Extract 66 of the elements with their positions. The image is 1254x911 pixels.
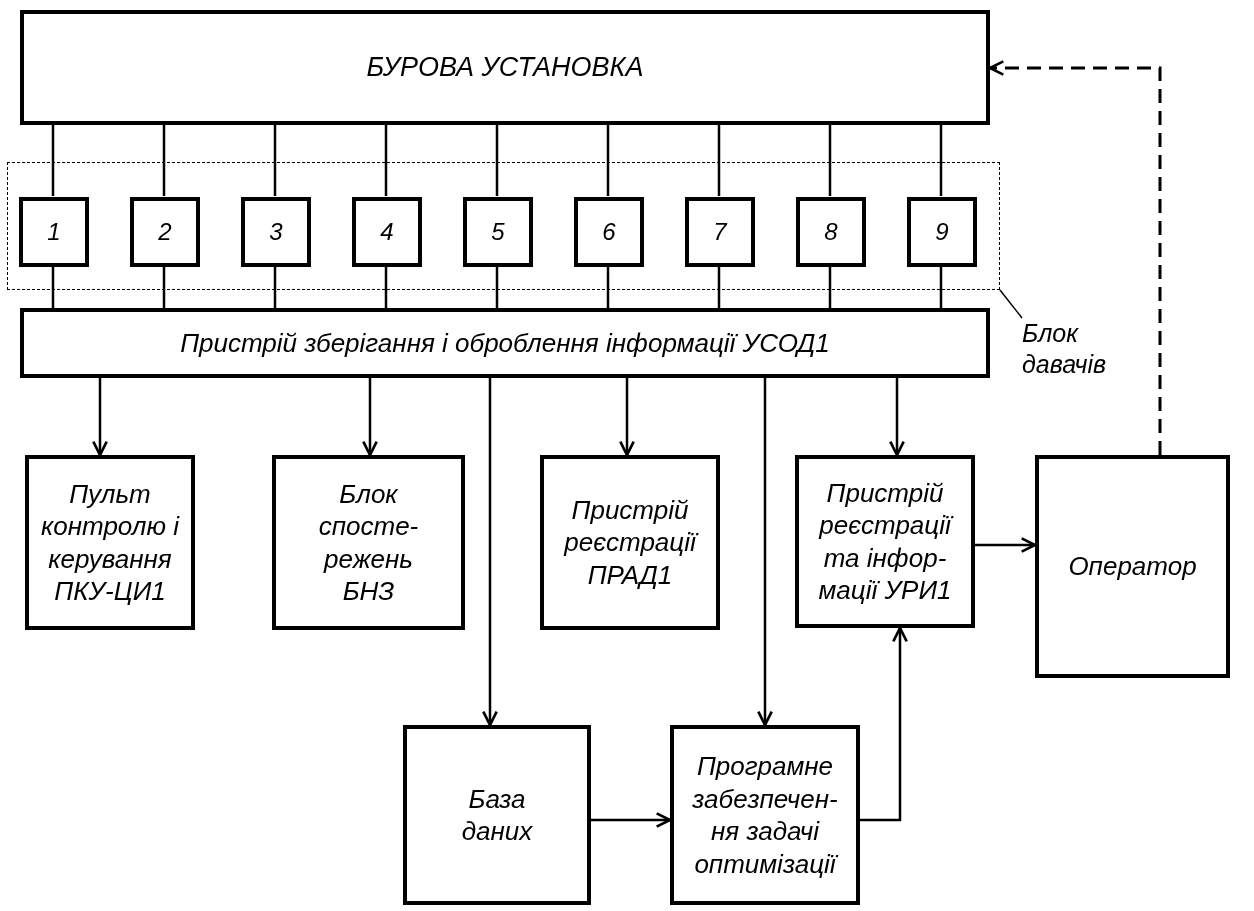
connector-line [606, 266, 610, 308]
connector-line [384, 266, 388, 308]
sensor-number: 6 [602, 217, 616, 247]
connector-line [828, 125, 832, 196]
process-box [403, 725, 591, 905]
sensor-number: 8 [824, 217, 838, 247]
box-label: Оператор [1068, 550, 1197, 583]
sensor-number: 1 [47, 217, 61, 247]
sensor-number: 4 [380, 217, 394, 247]
leader-line [999, 289, 1023, 319]
process-box [20, 308, 990, 378]
sensor-box [574, 197, 644, 267]
connector-line [939, 125, 943, 196]
connector-line [828, 266, 832, 308]
sensor-box [19, 197, 89, 267]
sensor-number: 2 [158, 217, 172, 247]
sensor-box [463, 197, 533, 267]
process-box [1035, 455, 1230, 678]
connector-line [384, 125, 388, 196]
box-label: Пристрій реєстрації та інфор- мації УРИ1 [817, 476, 955, 607]
box-label: Пульт контролю і керування ПКУ-ЦИ1 [40, 477, 181, 608]
connector-line [606, 125, 610, 196]
arrow [757, 378, 773, 727]
process-box [20, 10, 990, 125]
sensor-box [241, 197, 311, 267]
process-box [795, 455, 975, 628]
box-label: Пристрій реєстрації ПРАД1 [548, 493, 712, 592]
connector-line [939, 266, 943, 308]
box-label: База даних [460, 782, 534, 848]
connector-line [51, 266, 55, 308]
box-label: Програмне забезпечен- ня задачі оптимізації [691, 750, 840, 880]
sensor-number: 5 [491, 217, 505, 247]
box-label: Пристрій зберігання і оброблення інформації УСОД1 [180, 326, 830, 360]
process-box [540, 455, 720, 630]
box-label: Блок спосте- режень БНЗ [317, 477, 420, 608]
connector-line [717, 125, 721, 196]
sensor-group-box [7, 162, 1000, 290]
connector-line [162, 125, 166, 196]
sensor-box [352, 197, 422, 267]
group-label: Блок давачів [1022, 318, 1122, 380]
connector-line [495, 266, 499, 308]
arrow [975, 537, 1037, 553]
process-box [670, 725, 860, 905]
arrow [362, 378, 378, 457]
arrow [591, 812, 672, 828]
arrow [92, 378, 108, 457]
sensor-box [130, 197, 200, 267]
sensor-box [685, 197, 755, 267]
connector-line [273, 125, 277, 196]
arrow [619, 378, 635, 457]
connector-line [273, 266, 277, 308]
sensor-number: 9 [935, 217, 949, 247]
process-box [272, 455, 465, 630]
sensor-number: 3 [269, 217, 283, 247]
sensor-box [796, 197, 866, 267]
connector-line [717, 266, 721, 308]
connector-line [495, 125, 499, 196]
process-box [25, 455, 195, 630]
connector-line [51, 125, 55, 196]
sensor-number: 7 [713, 217, 727, 247]
connector-line [162, 266, 166, 308]
arrow [889, 378, 905, 457]
sensor-box [907, 197, 977, 267]
arrow [860, 626, 908, 822]
arrow [482, 378, 498, 727]
box-label: БУРОВА УСТАНОВКА [366, 50, 644, 84]
